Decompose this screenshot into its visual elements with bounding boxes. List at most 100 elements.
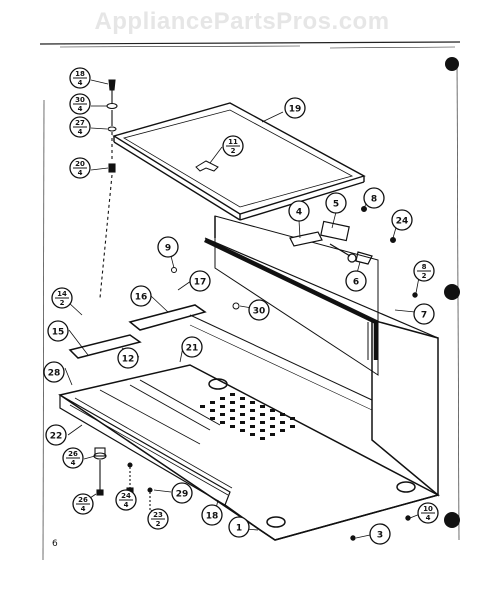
callout-8: 82 — [413, 260, 435, 282]
callout-part-number: 4 — [296, 208, 302, 218]
callout-quantity: 4 — [78, 128, 83, 136]
callout-24: 244 — [115, 489, 137, 511]
callout-quantity: 2 — [156, 520, 161, 528]
scan-noise-sides — [42, 59, 460, 561]
callout-circle — [43, 361, 65, 383]
callout-9: 9 — [157, 236, 179, 258]
callout-part-number: 17 — [194, 278, 207, 288]
callout-part-number: 27 — [75, 119, 85, 127]
callout-part-number: 10 — [423, 505, 433, 513]
screws — [171, 206, 418, 541]
callout-part-number: 28 — [48, 369, 61, 379]
callout-18: 184 — [69, 67, 91, 89]
callout-quantity: 4 — [426, 514, 431, 522]
callout-circle — [45, 424, 67, 446]
callout-circle — [181, 336, 203, 358]
callout-4: 4 — [288, 200, 310, 222]
callout-30: 304 — [69, 93, 91, 115]
vent-hole-grid — [200, 393, 295, 440]
watermark-text: AppliancePartsPros.com — [94, 8, 390, 35]
callout-quantity: 4 — [78, 169, 83, 177]
callout-circle — [248, 299, 270, 321]
callout-part-number: 18 — [75, 70, 85, 78]
callout-18: 18 — [201, 504, 223, 526]
callout-5: 5 — [325, 192, 347, 214]
callout-17: 17 — [189, 270, 211, 292]
callout-19: 19 — [284, 97, 306, 119]
callout-part-number: 30 — [75, 96, 85, 104]
callout-circle — [47, 320, 69, 342]
callout-circle — [369, 523, 391, 545]
callout-29: 29 — [171, 482, 193, 504]
callout-circle — [325, 192, 347, 214]
scan-noise-top — [39, 41, 461, 49]
callout-24: 24 — [391, 209, 413, 231]
callout-part-number: 23 — [153, 511, 163, 519]
callout-part-number: 14 — [57, 290, 67, 298]
callout-part-number: 9 — [165, 244, 171, 254]
binder-hole-bottom — [444, 512, 460, 528]
callout-8: 8 — [363, 187, 385, 209]
callout-circle — [201, 504, 223, 526]
callout-part-number: 18 — [206, 512, 219, 522]
callout-16: 16 — [130, 285, 152, 307]
callout-part-number: 30 — [253, 307, 266, 317]
callout-quantity: 4 — [81, 505, 86, 513]
callout-part-number: 12 — [122, 355, 135, 365]
callout-part-number: 16 — [135, 293, 148, 303]
callout-10: 104 — [417, 502, 439, 524]
callout-part-number: 24 — [396, 217, 409, 227]
callout-21: 21 — [181, 336, 203, 358]
callout-part-number: 11 — [228, 138, 238, 146]
callout-part-number: 29 — [176, 490, 189, 500]
callout-22: 22 — [45, 424, 67, 446]
callout-part-number: 6 — [353, 278, 359, 288]
callout-part-number: 24 — [121, 492, 131, 500]
binder-hole-middle — [444, 284, 460, 300]
callout-30: 30 — [248, 299, 270, 321]
callout-7: 7 — [413, 303, 435, 325]
callout-quantity: 2 — [422, 272, 427, 280]
callout-27: 274 — [69, 116, 91, 138]
callout-circle — [189, 270, 211, 292]
callout-circle — [157, 236, 179, 258]
callout-part-number: 20 — [75, 160, 85, 168]
callout-part-number: 26 — [78, 496, 88, 504]
callout-3: 3 — [369, 523, 391, 545]
callout-quantity: 4 — [78, 79, 83, 87]
callout-1: 1 — [228, 516, 250, 538]
callout-6: 6 — [345, 270, 367, 292]
page-mark: 6 — [52, 539, 58, 549]
cover-clip-part — [195, 160, 219, 172]
callout-part-number: 7 — [421, 311, 427, 321]
callout-14: 142 — [51, 287, 73, 309]
callout-part-number: 8 — [371, 195, 377, 205]
callout-quantity: 4 — [124, 501, 129, 509]
callout-part-number: 5 — [333, 200, 339, 210]
callout-circle — [171, 482, 193, 504]
callout-28: 28 — [43, 361, 65, 383]
callout-circle — [228, 516, 250, 538]
cover-panel — [112, 102, 366, 221]
callout-circle — [345, 270, 367, 292]
callout-20: 204 — [69, 157, 91, 179]
callout-12: 12 — [117, 347, 139, 369]
callout-circle — [288, 200, 310, 222]
callout-23: 232 — [147, 508, 169, 530]
binder-hole-top — [445, 57, 459, 71]
callout-circle — [413, 303, 435, 325]
callout-quantity: 2 — [231, 147, 236, 155]
callout-circle — [391, 209, 413, 231]
callout-part-number: 19 — [289, 105, 302, 115]
callout-26: 264 — [62, 447, 84, 469]
callout-part-number: 26 — [68, 450, 78, 458]
fastener-stack — [99, 79, 118, 299]
callout-quantity: 4 — [71, 459, 76, 467]
callout-11: 112 — [222, 135, 244, 157]
callout-circle — [117, 347, 139, 369]
range-body — [58, 215, 441, 541]
callout-part-number: 1 — [236, 524, 242, 534]
callout-part-number: 22 — [50, 432, 63, 442]
